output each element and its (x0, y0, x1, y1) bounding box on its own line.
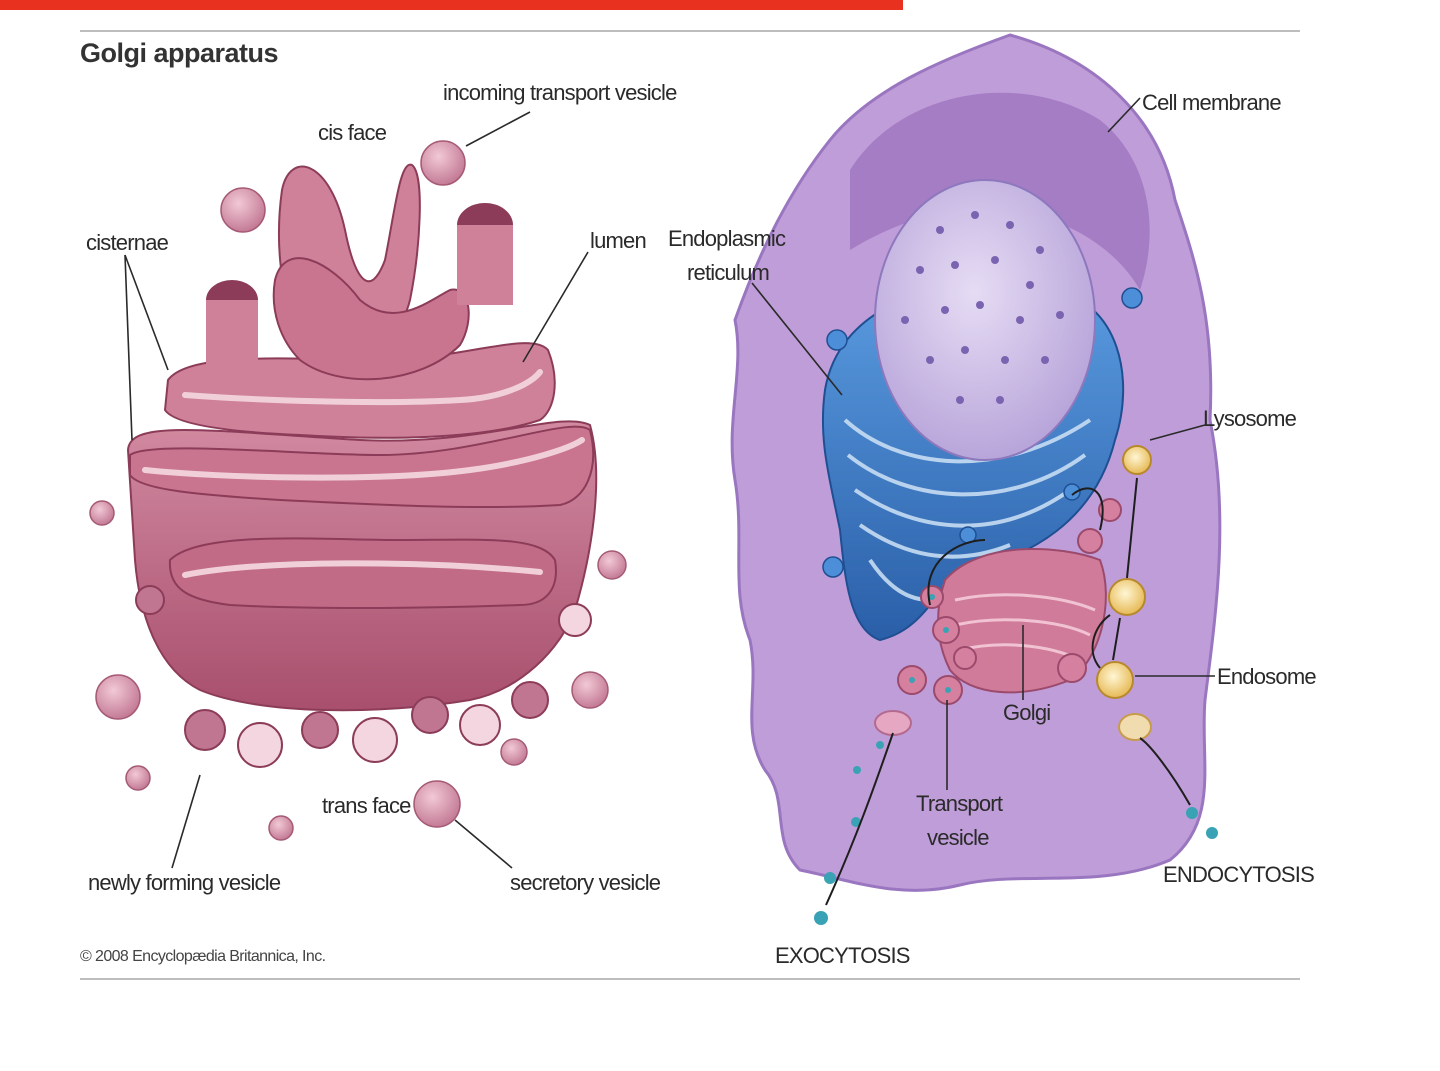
label-secretory-vesicle: secretory vesicle (510, 870, 661, 895)
label-er-line1: Endoplasmic (668, 226, 786, 251)
exocytosis-site (874, 710, 912, 736)
bottom-rule (80, 978, 1300, 980)
er-folds (843, 418, 1092, 602)
tube-left-body (206, 300, 258, 380)
label-er-line2: reticulum (687, 260, 769, 285)
nuclear-pores (901, 211, 1064, 404)
label-transport-line1: Transport (916, 791, 1003, 816)
endocytic-vesicle (1118, 713, 1152, 741)
cell-illustration (730, 33, 1222, 925)
label-lysosome: Lysosome (1203, 406, 1297, 431)
label-trans-face: trans face (322, 793, 411, 818)
label-transport-line2: vesicle (927, 825, 989, 850)
budding-vesicles (135, 585, 592, 768)
cisterna-3-lumen (182, 560, 543, 578)
endosome (1096, 661, 1134, 699)
label-cell-membrane: Cell membrane (1142, 90, 1281, 115)
label-incoming-vesicle: incoming transport vesicle (443, 80, 677, 105)
label-newly-forming-vesicle: newly forming vesicle (88, 870, 281, 895)
free-vesicles (89, 140, 627, 841)
tube-right-body (457, 225, 513, 305)
cisterna-3 (168, 537, 557, 610)
label-lumen: lumen (590, 228, 646, 253)
lysosome (1122, 445, 1152, 475)
er-vesicles (822, 287, 1143, 578)
label-cis-face: cis face (318, 120, 387, 145)
top-rule (80, 30, 1300, 32)
late-endosome (1108, 578, 1146, 616)
golgi-leader-lines (124, 111, 589, 869)
copyright-notice: © 2008 Encyclopædia Britannica, Inc. (80, 948, 325, 965)
golgi-stack-illustration (89, 140, 627, 841)
label-endocytosis: ENDOCYTOSIS (1163, 862, 1314, 887)
cisterna-2 (129, 425, 595, 509)
label-endosome: Endosome (1217, 664, 1316, 689)
label-exocytosis: EXOCYTOSIS (775, 943, 910, 968)
trafficking-arrows (825, 477, 1191, 906)
cisterna-2-lumen (142, 437, 585, 481)
label-golgi: Golgi (1003, 700, 1050, 725)
cis-cisterna-inner (272, 257, 470, 381)
cell-leader-lines (751, 97, 1215, 790)
label-cisternae: cisternae (86, 230, 169, 255)
top-accent-bar (0, 0, 903, 10)
cisterna-1-lumen (182, 369, 543, 406)
golgi-title: Golgi apparatus (80, 38, 278, 68)
